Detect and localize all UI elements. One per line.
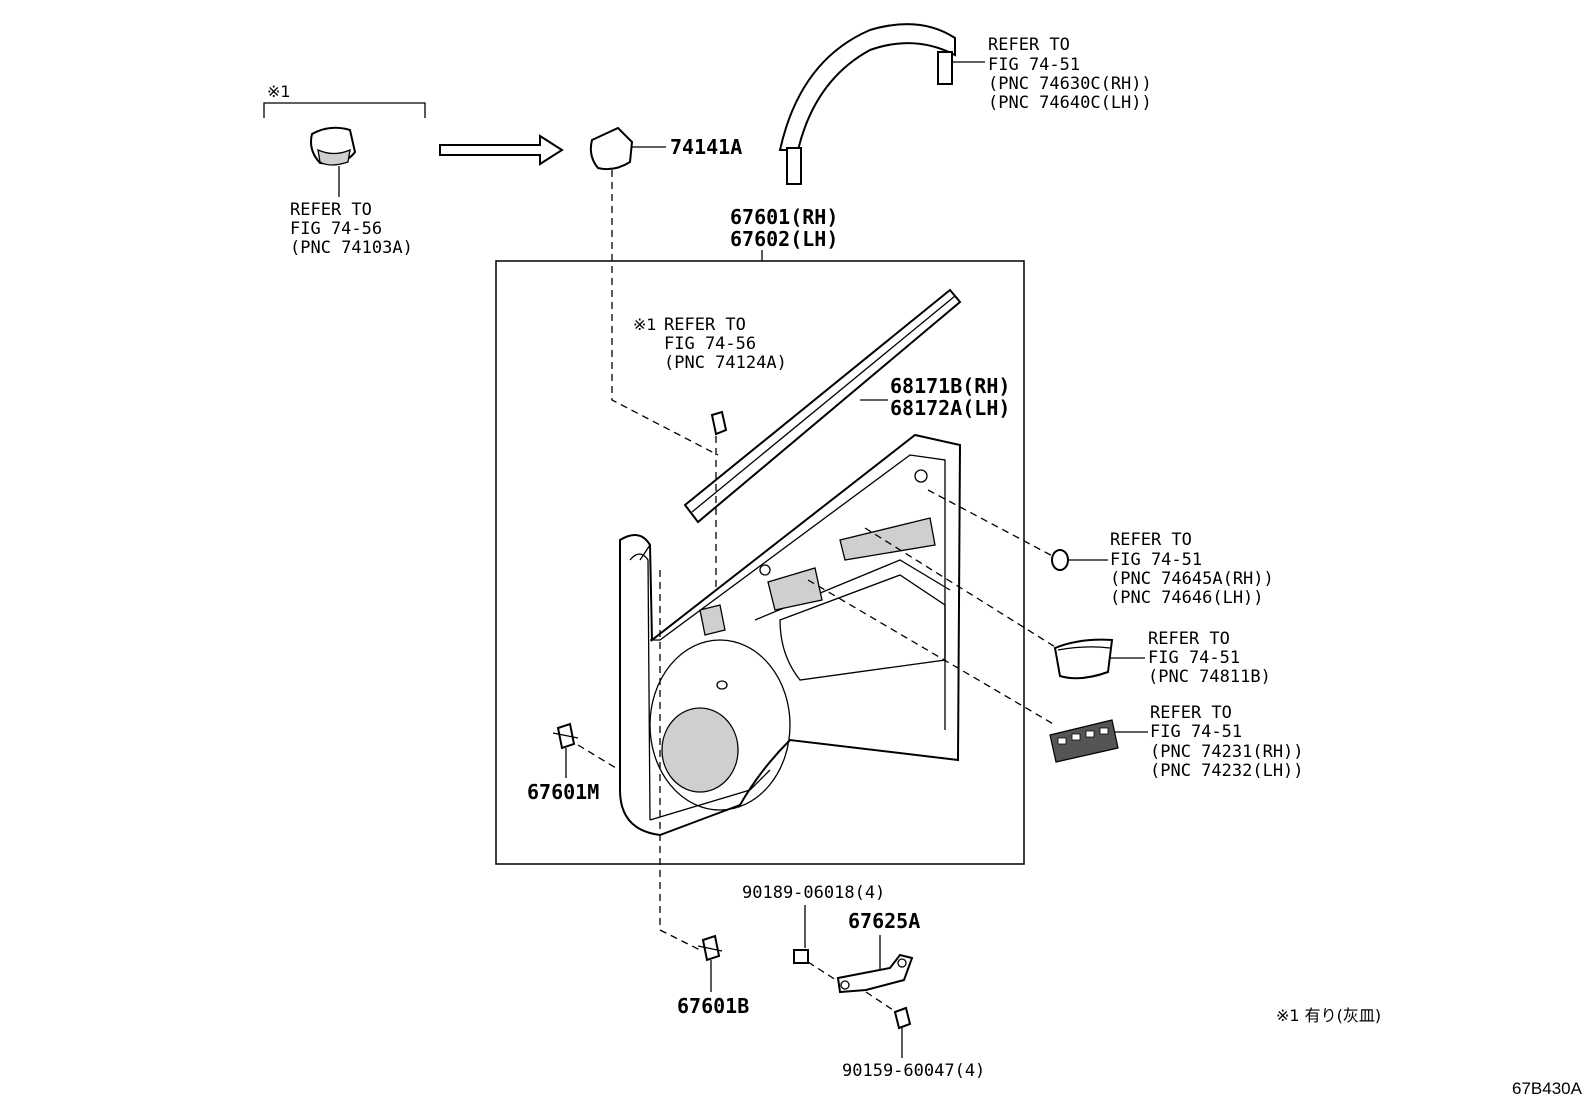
inner-ref-line2: FIG 74-56 bbox=[664, 334, 756, 354]
cover-icon bbox=[589, 126, 634, 171]
grip-mount-icon bbox=[786, 147, 802, 185]
pocket-ref-line1: REFER TO bbox=[1148, 629, 1230, 649]
part-number-68172A-lh: 68172A(LH) bbox=[890, 396, 1010, 420]
part-number-90189: 90189-06018(4) bbox=[742, 883, 885, 903]
bracket-icon bbox=[836, 953, 914, 994]
dashed-leader bbox=[659, 570, 701, 951]
cap-ref-line3: (PNC 74645A(RH)) bbox=[1110, 569, 1274, 589]
inner-ref-line3: (PNC 74124A) bbox=[664, 353, 787, 373]
inner-ref-line1: REFER TO bbox=[664, 315, 746, 335]
part-number-68171B-rh: 68171B(RH) bbox=[890, 374, 1010, 398]
cap-icon bbox=[1051, 549, 1069, 571]
ashtray-garnish-icon bbox=[310, 126, 357, 166]
screw-icon bbox=[893, 1006, 912, 1030]
arrow-right-icon bbox=[439, 134, 564, 166]
switch-ref-line1: REFER TO bbox=[1150, 703, 1232, 723]
pocket-ref-line2: FIG 74-51 bbox=[1148, 648, 1240, 668]
clip-67601M: 67601M bbox=[527, 722, 599, 804]
switch-ref-line3: (PNC 74231(RH)) bbox=[1150, 742, 1304, 762]
marker-label: ※1 bbox=[267, 82, 291, 101]
part-number-67601-rh: 67601(RH) bbox=[730, 205, 838, 229]
clip-icon bbox=[701, 934, 721, 962]
grip-mount-icon bbox=[937, 51, 953, 85]
pocket: REFER TO FIG 74-51 (PNC 74811B) bbox=[1053, 629, 1271, 687]
door-trim-panel-icon bbox=[619, 433, 962, 837]
clip-67601B: 67601B bbox=[677, 934, 749, 1018]
clip-icon bbox=[710, 410, 728, 436]
diagram-code: 67B430A bbox=[1512, 1079, 1583, 1098]
weatherstrip: 68171B(RH) 68172A(LH) bbox=[683, 288, 1010, 524]
garnish-ref-line2: FIG 74-56 bbox=[290, 219, 382, 239]
dashed-leader bbox=[577, 744, 617, 769]
grip-ref-line3: (PNC 74630C(RH)) bbox=[988, 74, 1152, 94]
pocket-icon bbox=[1053, 638, 1114, 680]
cap: REFER TO FIG 74-51 (PNC 74645A(RH)) (PNC… bbox=[1051, 530, 1274, 608]
nut-icon bbox=[793, 949, 809, 964]
dashed-leader bbox=[864, 527, 1061, 651]
cap-ref-line1: REFER TO bbox=[1110, 530, 1192, 550]
panel-assembly-frame bbox=[495, 260, 1025, 865]
switch-ref-line4: (PNC 74232(LH)) bbox=[1150, 761, 1304, 781]
power-window-switch: REFER TO FIG 74-51 (PNC 74231(RH)) (PNC … bbox=[1049, 703, 1304, 781]
assist-grip: REFER TO FIG 74-51 (PNC 74630C(RH)) (PNC… bbox=[778, 23, 1152, 185]
bracket-67625A: 90189-06018(4) 67625A 90159-60047(4) bbox=[742, 883, 985, 1081]
dashed-leader bbox=[927, 489, 1061, 561]
dashed-leader bbox=[611, 170, 719, 456]
pocket-ref-line3: (PNC 74811B) bbox=[1148, 667, 1271, 687]
grip-ref-line2: FIG 74-51 bbox=[988, 55, 1080, 75]
part-number-67602-lh: 67602(LH) bbox=[730, 227, 838, 251]
grip-ref-line1: REFER TO bbox=[988, 35, 1070, 55]
grip-ref-line4: (PNC 74640C(LH)) bbox=[988, 93, 1152, 113]
garnish-ref-line1: REFER TO bbox=[290, 200, 372, 220]
part-number-90159: 90159-60047(4) bbox=[842, 1061, 985, 1081]
dashed-leader bbox=[865, 991, 897, 1013]
bracket-line bbox=[263, 102, 426, 118]
garnish-ref-line3: (PNC 74103A) bbox=[290, 238, 413, 258]
footnote: ※1 有り(灰皿) bbox=[1276, 1006, 1381, 1025]
garnish-group: ※1 REFER TO FIG 74-56 (PNC 74103A) bbox=[263, 82, 426, 258]
part-number-67601M: 67601M bbox=[527, 780, 599, 804]
assist-grip-icon bbox=[778, 23, 956, 151]
cap-ref-line2: FIG 74-51 bbox=[1110, 550, 1202, 570]
part-number-67625A: 67625A bbox=[848, 909, 920, 933]
dashed-leader bbox=[807, 961, 837, 981]
switch-ref-line2: FIG 74-51 bbox=[1150, 722, 1242, 742]
part-number-67601B: 67601B bbox=[677, 994, 749, 1018]
cover-74141A: 74141A bbox=[589, 126, 742, 456]
part-number-74141A: 74141A bbox=[670, 135, 742, 159]
cap-ref-line4: (PNC 74646(LH)) bbox=[1110, 588, 1264, 608]
inner-marker: ※1 bbox=[633, 315, 657, 334]
